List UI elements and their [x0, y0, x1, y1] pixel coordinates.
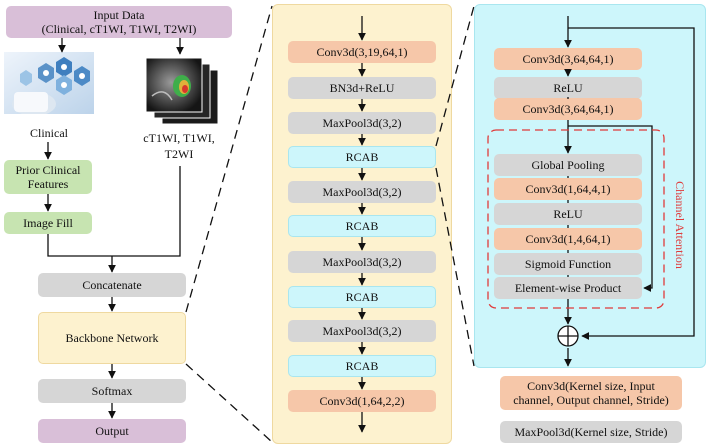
- prior-line1: Prior Clinical: [15, 163, 81, 177]
- image-fill-box: Image Fill: [4, 212, 92, 234]
- layer-conv-in: Conv3d(3,19,64,1): [288, 41, 436, 63]
- layer-maxpool-4: MaxPool3d(3,2): [288, 320, 436, 342]
- ca-conv-d: Conv3d(1,4,64,1): [494, 228, 642, 250]
- layer-rcab-4: RCAB: [288, 355, 436, 377]
- rcab-relu-a: ReLU: [494, 77, 642, 99]
- legend-conv-line1: Conv3d(Kernel size, Input: [527, 379, 655, 393]
- mri-label-line2: T2WI: [164, 147, 194, 161]
- layer-maxpool-3: MaxPool3d(3,2): [288, 251, 436, 273]
- zoom-line-rcab-top: [435, 5, 475, 147]
- legend-maxpool: MaxPool3d(Kernel size, Stride): [500, 421, 682, 443]
- legend-conv-line2: channel, Output channel, Stride): [513, 393, 669, 407]
- ca-conv-c: Conv3d(1,64,4,1): [494, 178, 642, 200]
- output-box: Output: [38, 419, 186, 443]
- input-data-box: Input Data (Clinical, cT1WI, T1WI, T2WI): [6, 6, 232, 38]
- clinical-image: [4, 52, 94, 116]
- mri-slices-image: [144, 56, 220, 126]
- layer-conv-out: Conv3d(1,64,2,2): [288, 390, 436, 412]
- layer-bn-relu: BN3d+ReLU: [288, 77, 436, 99]
- line-mri-join: [112, 166, 181, 257]
- prior-clinical-features-box: Prior Clinical Features: [4, 160, 92, 194]
- softmax-box: Softmax: [38, 379, 186, 403]
- zoom-line-backbone-top: [185, 5, 273, 313]
- layer-rcab-1: RCAB: [288, 146, 436, 168]
- ca-elementwise-product: Element-wise Product: [494, 277, 642, 299]
- mri-label: cT1WI, T1WI, T2WI: [124, 130, 234, 162]
- prior-line2: Features: [27, 177, 69, 191]
- layer-maxpool-1: MaxPool3d(3,2): [288, 112, 436, 134]
- layer-rcab-3: RCAB: [288, 286, 436, 308]
- zoom-line-rcab-bottom: [435, 167, 475, 367]
- layer-rcab-2: RCAB: [288, 215, 436, 237]
- rcab-conv-a: Conv3d(3,64,64,1): [494, 48, 642, 70]
- backbone-network-box: Backbone Network: [38, 312, 186, 364]
- clinical-label: Clinical: [30, 126, 68, 140]
- ca-global-pooling: Global Pooling: [494, 154, 642, 176]
- rcab-conv-b: Conv3d(3,64,64,1): [494, 98, 642, 120]
- legend-conv: Conv3d(Kernel size, Input channel, Outpu…: [500, 376, 682, 410]
- layer-maxpool-2: MaxPool3d(3,2): [288, 181, 436, 203]
- concatenate-box: Concatenate: [38, 273, 186, 297]
- ca-sigmoid: Sigmoid Function: [494, 253, 642, 275]
- line-fill-join: [47, 234, 112, 257]
- ca-relu-b: ReLU: [494, 203, 642, 225]
- mri-label-line1: cT1WI, T1WI,: [143, 131, 215, 145]
- zoom-line-backbone-bottom: [185, 363, 273, 443]
- input-data-subtitle: (Clinical, cT1WI, T1WI, T2WI): [41, 22, 197, 36]
- channel-attention-frame: [487, 129, 665, 309]
- input-data-title: Input Data: [93, 8, 145, 22]
